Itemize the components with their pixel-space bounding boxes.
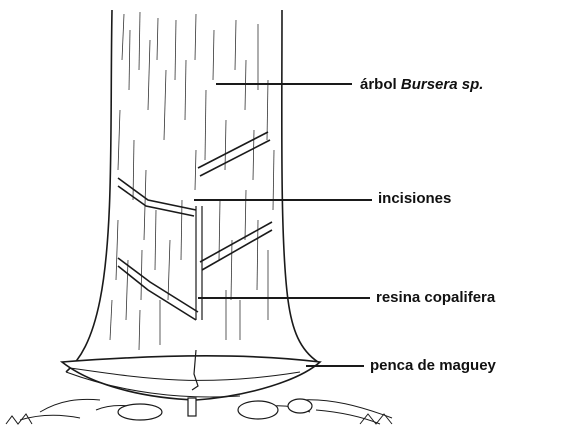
label-resin: resina copalifera [376,289,495,307]
label-tree: árbol Bursera sp. [360,76,483,94]
label-tree-species: Bursera sp. [401,76,484,93]
maguey-leaf [62,356,320,400]
bark-texture [110,12,274,350]
label-tree-text: árbol [360,76,397,93]
roots-ground [6,399,392,424]
label-incisions: incisiones [378,190,451,208]
label-leaf: penca de maguey [370,357,496,375]
